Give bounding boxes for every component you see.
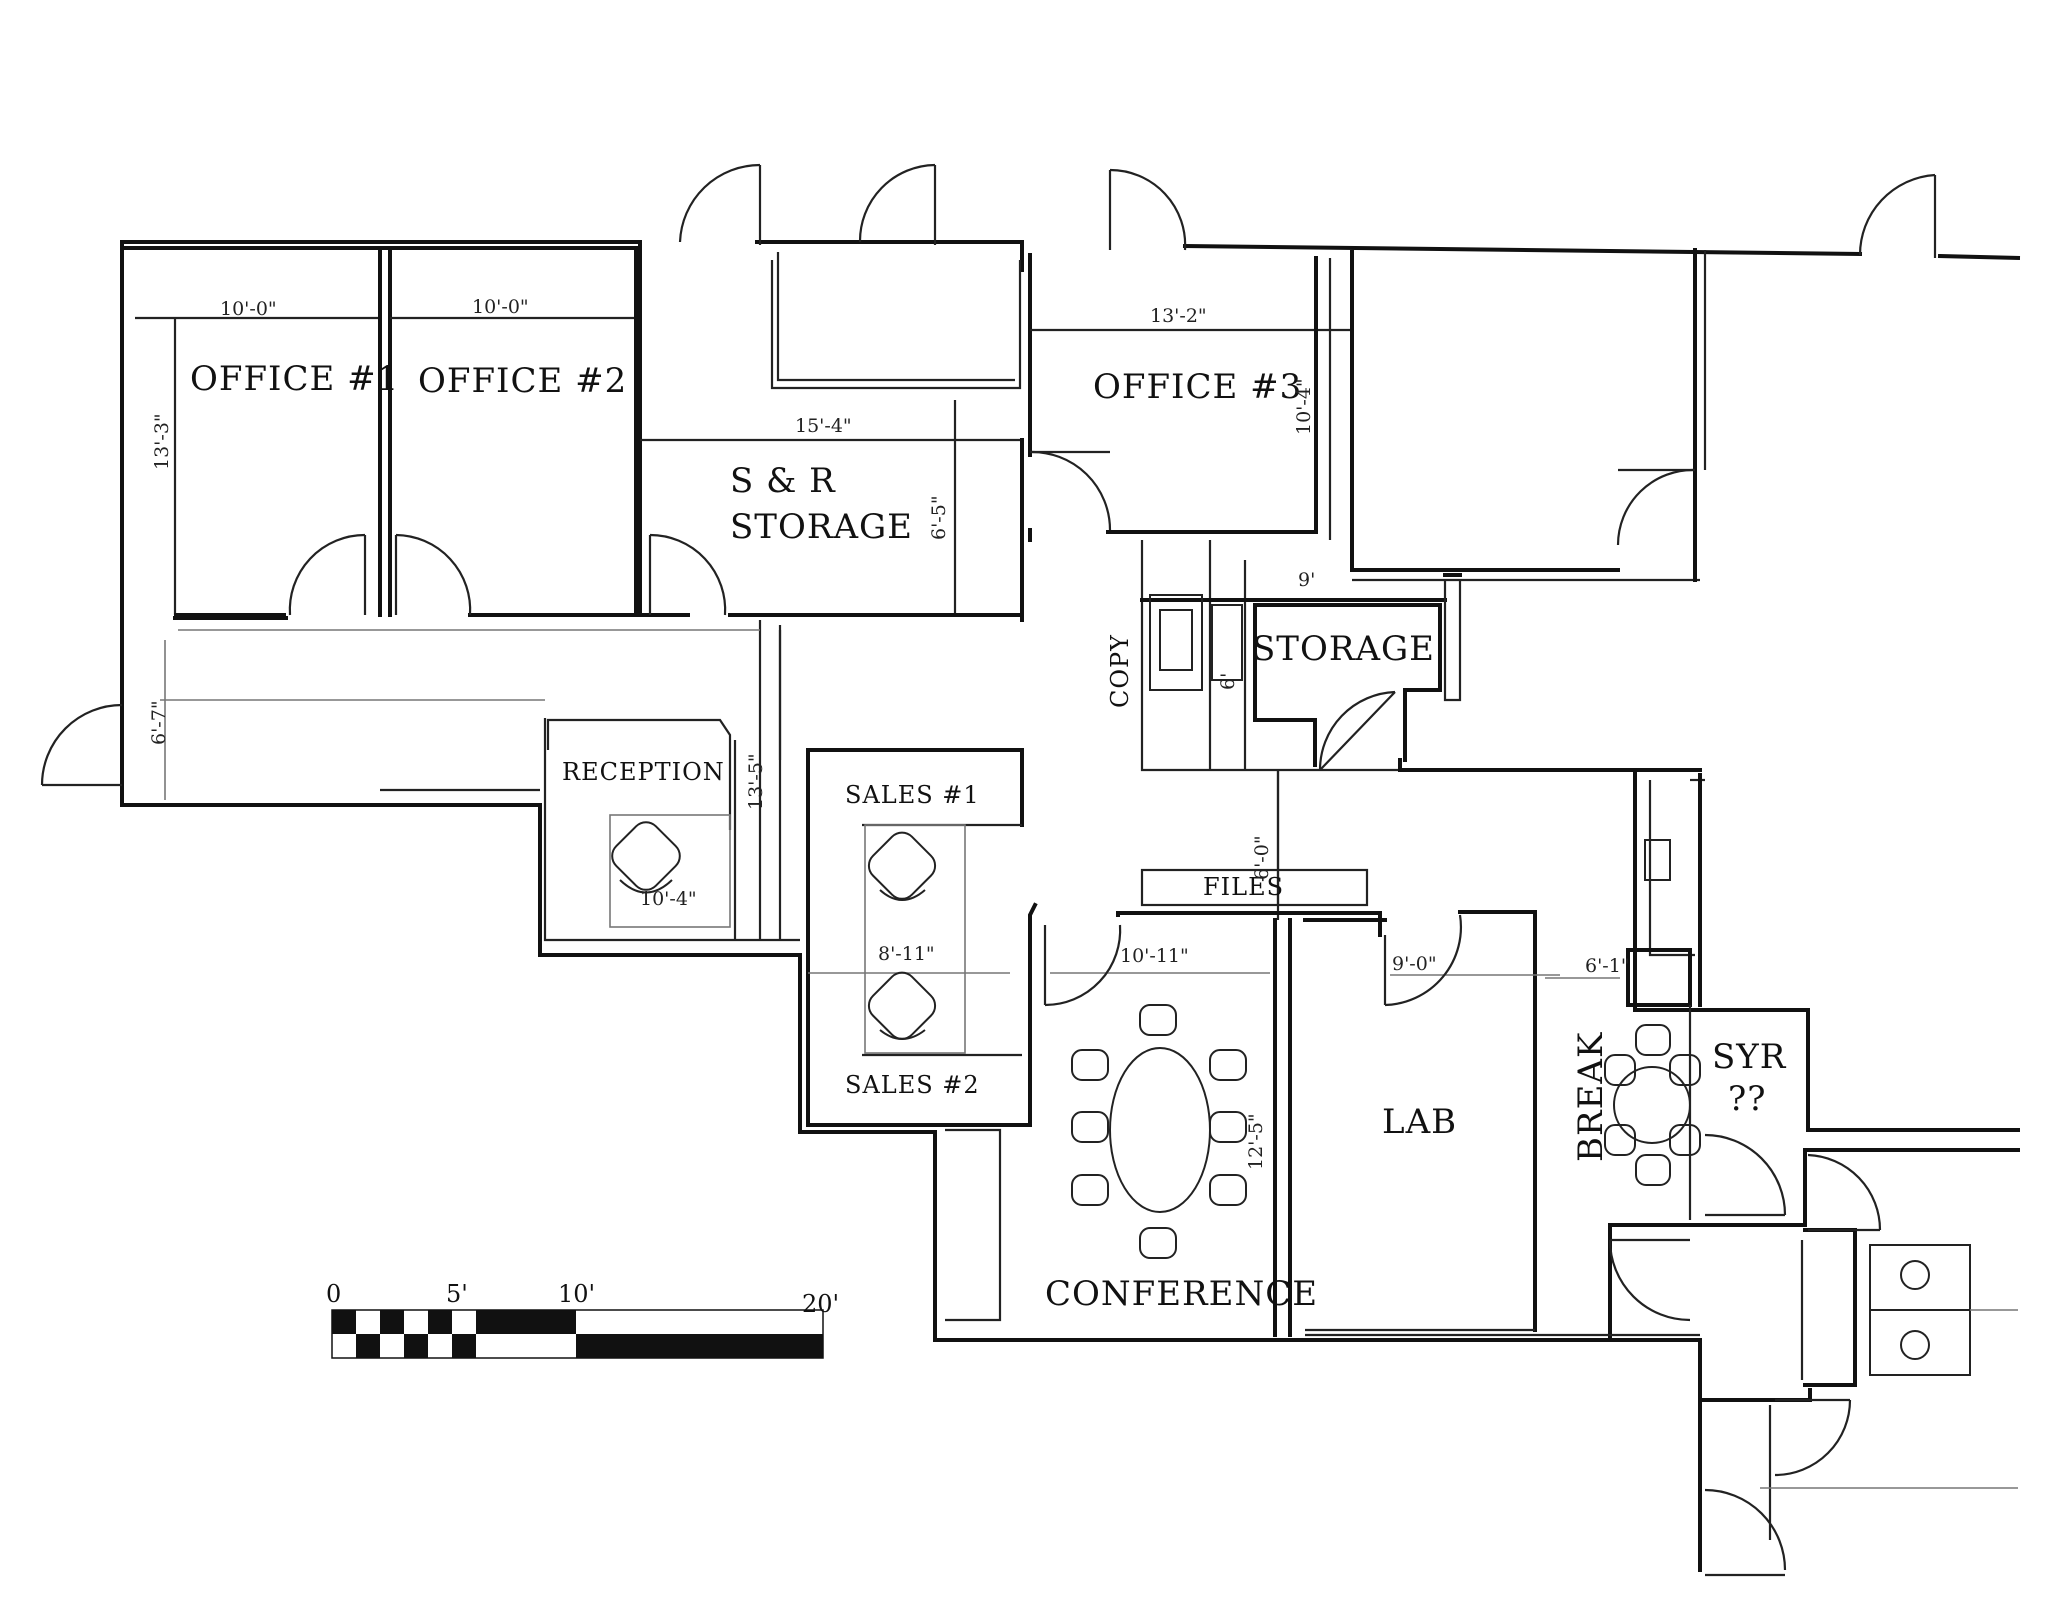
break-table <box>1604 1024 1701 1186</box>
scale-tick-5: 5' <box>446 1280 468 1308</box>
files-walls <box>1116 770 1382 937</box>
dim-office2-width: 10'-0" <box>472 296 529 318</box>
sr-storage-walls <box>638 243 1024 622</box>
dim-conference-depth: 12'-5" <box>1245 1113 1267 1170</box>
sales2-chair <box>867 971 937 1040</box>
sales1-chair <box>867 831 937 901</box>
dim-files-gap: 6'-0" <box>1251 835 1273 880</box>
room-labels: OFFICE #1 OFFICE #2 OFFICE #3 S & R STOR… <box>190 359 1787 1314</box>
conference-table <box>1071 1004 1247 1259</box>
dim-storage-width: 9' <box>1298 569 1315 591</box>
label-lab: LAB <box>1382 1102 1457 1142</box>
dim-reception-depth: 13'-5" <box>745 753 767 810</box>
dim-reception-width: 10'-4" <box>640 888 697 910</box>
office-1-walls <box>135 246 382 620</box>
dim-corridor: 6'-7" <box>148 700 170 745</box>
copy-storage-walls <box>1140 540 1702 905</box>
dim-office1-width: 10'-0" <box>220 298 277 320</box>
doors <box>40 163 1937 1577</box>
exterior-walls <box>120 240 2021 1572</box>
dim-storage-depth: 6' <box>1217 673 1239 690</box>
dim-sales-width: 8'-11" <box>878 943 935 965</box>
dim-office3-depth: 10'-4" <box>1293 378 1315 435</box>
label-reception: RECEPTION <box>562 758 725 786</box>
label-office-1: OFFICE #1 <box>190 359 399 399</box>
label-sr-storage-1: S & R <box>730 461 836 501</box>
label-syr-1: SYR <box>1712 1037 1787 1077</box>
dim-lab-width: 9'-0" <box>1392 953 1437 975</box>
sales-walls <box>806 748 1038 1127</box>
dim-office3-width: 13'-2" <box>1150 305 1207 327</box>
scale-tick-20: 20' <box>802 1290 839 1318</box>
label-break: BREAK <box>1571 1032 1611 1162</box>
dim-conference-width: 10'-11" <box>1120 945 1189 967</box>
reception-chair <box>611 821 681 894</box>
label-storage: STORAGE <box>1252 629 1435 669</box>
label-conference: CONFERENCE <box>1045 1274 1318 1314</box>
label-office-3: OFFICE #3 <box>1093 367 1302 407</box>
conference-walls <box>945 918 1292 1337</box>
dim-break-width: 6'-1" <box>1585 955 1630 977</box>
corridor-lines <box>160 625 782 800</box>
scale-bar[interactable]: 0 5' 10' 20' <box>326 1280 839 1359</box>
label-sr-storage-2: STORAGE <box>730 507 913 547</box>
office-2-walls <box>388 246 638 617</box>
scale-tick-10: 10' <box>558 1280 595 1308</box>
label-copy: COPY <box>1106 634 1134 708</box>
label-sales-2: SALES #2 <box>845 1071 980 1099</box>
label-files: FILES <box>1203 873 1284 901</box>
label-syr-2: ?? <box>1728 1079 1766 1119</box>
label-office-2: OFFICE #2 <box>418 361 627 401</box>
dim-sr-width: 15'-4" <box>795 415 852 437</box>
dimension-labels: 10'-0" 10'-0" 13'-3" 13'-2" 10'-4" 15'-4… <box>148 296 1630 1170</box>
dim-office1-depth: 13'-3" <box>151 413 173 470</box>
copy-machine <box>1149 594 1243 691</box>
lab-walls <box>1303 910 1700 1337</box>
scale-tick-0: 0 <box>326 1280 341 1308</box>
office-3-walls <box>1028 253 1350 542</box>
upper-right-room-walls <box>1350 248 1707 582</box>
label-sales-1: SALES #1 <box>845 781 980 809</box>
dim-sr-depth: 6'-5" <box>928 495 950 540</box>
